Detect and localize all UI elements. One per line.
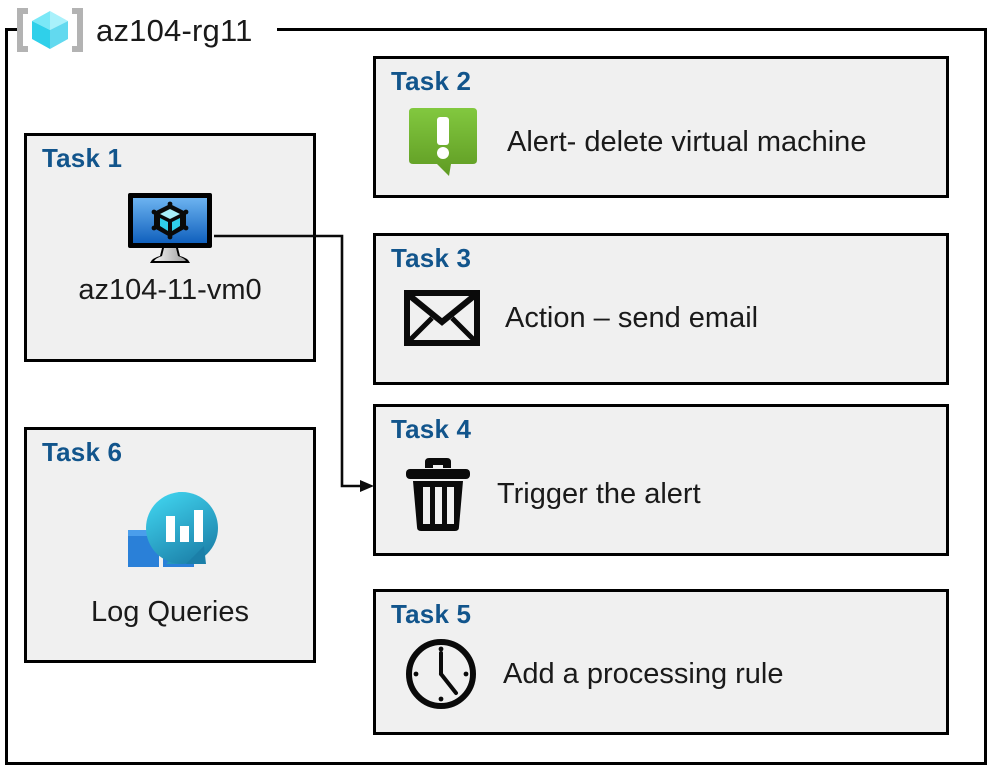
container-top-border-left-stub — [5, 28, 19, 31]
task-4-heading: Task 4 — [391, 414, 472, 444]
task-5-label: Add a processing rule — [503, 657, 784, 690]
task-1-label: az104-11-vm0 — [78, 274, 262, 306]
resource-group-container — [5, 30, 987, 765]
resource-group-title: az104-rg11 — [14, 2, 253, 58]
task-1-heading: Task 1 — [42, 143, 123, 173]
task-6-icon-wrap — [27, 488, 313, 584]
resource-group-name: az104-rg11 — [96, 12, 253, 48]
task-6-heading: Task 6 — [42, 437, 123, 467]
alert-bubble-icon — [409, 108, 477, 176]
task-4-content: Trigger the alert — [404, 455, 701, 533]
task-4-box[interactable]: Task 4 Trigger the alert — [373, 404, 949, 556]
task-3-heading: Task 3 — [391, 243, 472, 273]
task-3-label: Action – send email — [505, 301, 759, 334]
azure-resource-group-icon — [17, 8, 83, 52]
task-6-box[interactable]: Task 6 Log Queries — [24, 427, 316, 663]
task-1-box[interactable]: Task 1 — [24, 133, 316, 362]
task-2-content: Alert- delete virtual machine — [404, 106, 866, 178]
task-3-content: Action – send email — [404, 288, 758, 348]
task-5-content: Add a processing rule — [404, 637, 784, 711]
task-5-box[interactable]: Task 5 Add a processing rule — [373, 589, 949, 735]
task-4-label: Trigger the alert — [497, 477, 701, 510]
trash-can-icon — [406, 458, 470, 531]
clock-icon — [406, 639, 476, 709]
container-top-border-right — [277, 28, 987, 31]
task-2-label: Alert- delete virtual machine — [507, 125, 867, 158]
task-5-heading: Task 5 — [391, 599, 472, 629]
envelope-icon — [404, 290, 480, 346]
task-2-box[interactable]: Task 2 Alert- delete virtual machine — [373, 56, 949, 198]
task-3-box[interactable]: Task 3 Action – send email — [373, 233, 949, 385]
log-analytics-icon — [128, 492, 218, 567]
task-1-icon-wrap — [27, 190, 313, 268]
task-2-heading: Task 2 — [391, 66, 472, 96]
task-6-label: Log Queries — [91, 596, 249, 628]
virtual-machine-icon — [128, 193, 212, 263]
